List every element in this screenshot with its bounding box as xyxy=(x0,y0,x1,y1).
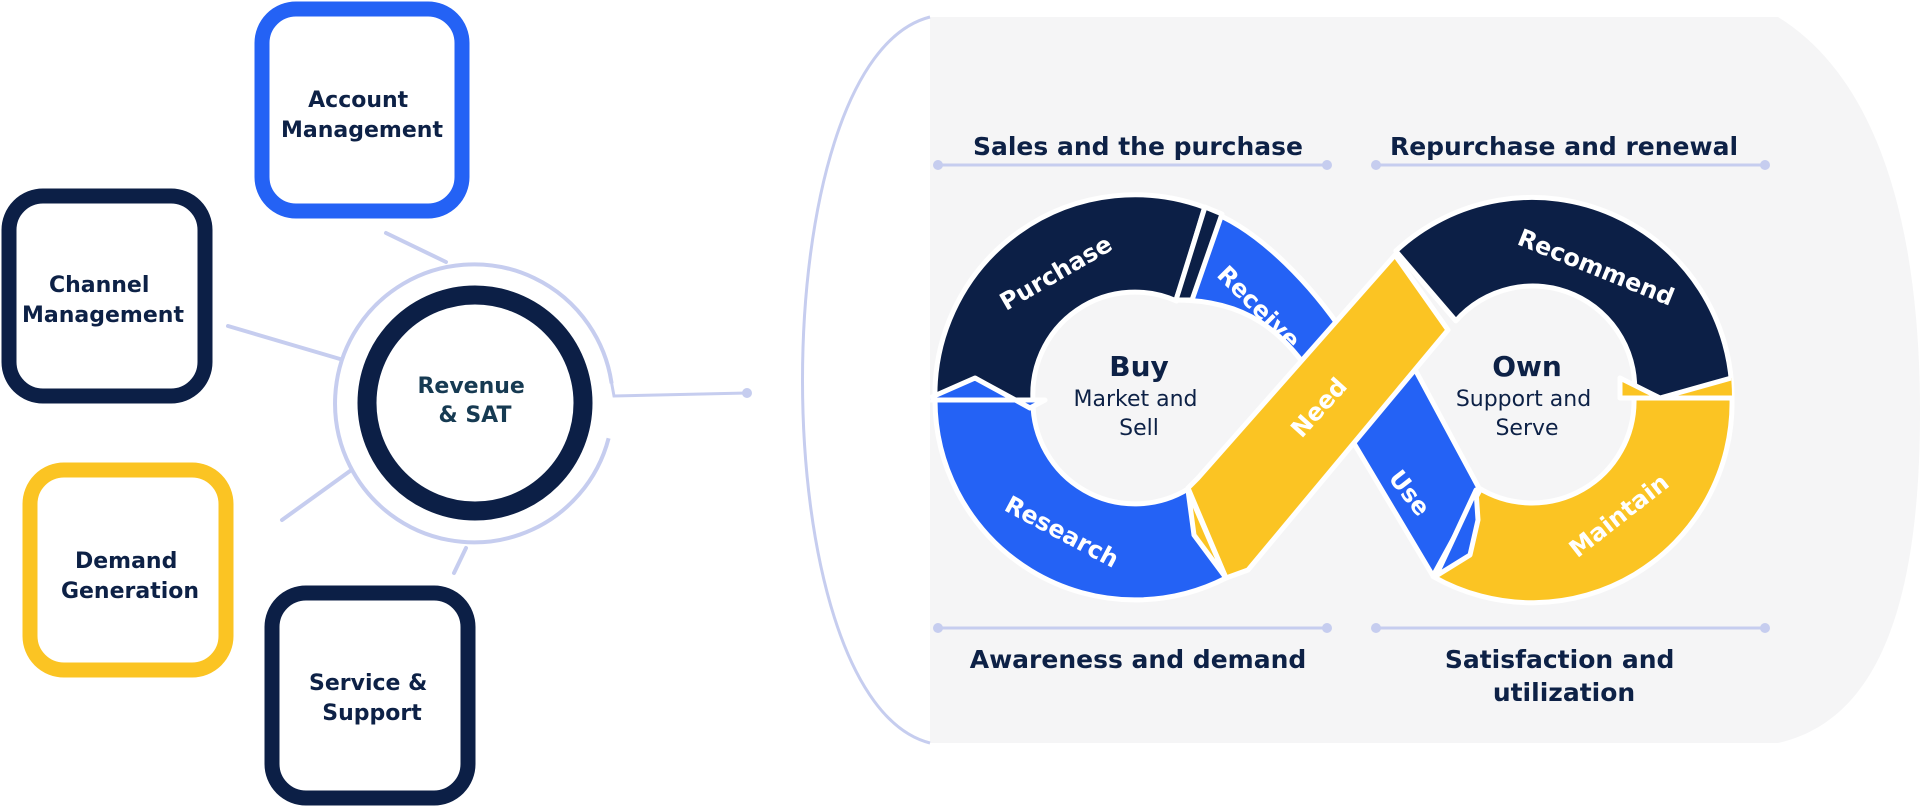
phase-rule-dots xyxy=(933,160,1770,633)
function-box-frame xyxy=(1,188,213,404)
stage-arrow-notch xyxy=(1433,487,1481,579)
rule-dot xyxy=(1322,623,1332,633)
function-box-account-management[interactable]: Account Management xyxy=(254,1,470,219)
phase-label-sales-purchase: Sales and the purchase xyxy=(973,132,1303,161)
connector-service xyxy=(452,546,468,575)
connector-demand xyxy=(280,469,352,522)
stage-segment-purchase xyxy=(932,192,1208,403)
own-center-subtitle: Support and Serve xyxy=(1456,387,1598,441)
stage-segment-recommend xyxy=(1393,194,1735,403)
hub-outer-ring xyxy=(333,262,614,545)
panel-left-arc xyxy=(801,15,931,745)
connector-account xyxy=(384,231,448,264)
stage-segment-maintain xyxy=(1430,395,1735,606)
rule-dot xyxy=(1371,623,1381,633)
stage-arrow-notch xyxy=(930,375,1048,411)
function-box-label: Channel Management xyxy=(22,273,184,328)
buy-center-title: Buy xyxy=(1109,350,1169,383)
connector-channel xyxy=(226,324,342,361)
buy-center-subtitle: Market and Sell xyxy=(1073,387,1204,441)
revenue-core-label: Revenue & SAT xyxy=(417,374,532,428)
stage-arrow-notch xyxy=(1173,204,1225,303)
rule-dot xyxy=(1322,160,1332,170)
phase-rules xyxy=(938,163,1765,630)
function-box-label: Account Management xyxy=(281,88,443,143)
revenue-core-ring xyxy=(357,285,593,521)
panel-background xyxy=(930,17,1920,743)
function-box-demand-generation[interactable]: Demand Generation xyxy=(22,462,234,678)
phase-label-awareness-demand: Awareness and demand xyxy=(970,645,1307,674)
function-box-service-support[interactable]: Service & Support xyxy=(264,585,476,806)
function-box-label: Demand Generation xyxy=(61,549,199,604)
phase-label-repurchase-renewal: Repurchase and renewal xyxy=(1390,132,1738,161)
stage-arrow-notch xyxy=(1185,487,1229,581)
stage-arrow-notch xyxy=(1617,372,1732,401)
rule-dot xyxy=(1371,160,1381,170)
hub-link-to-lifecycle xyxy=(610,382,748,398)
phase-label-satisfaction-utilization: Satisfaction and utilization xyxy=(1445,645,1683,707)
own-center-title: Own xyxy=(1492,350,1562,383)
rule-dot xyxy=(1760,160,1770,170)
rule-dot xyxy=(933,623,943,633)
hub-connectors xyxy=(226,231,468,575)
rule-dot xyxy=(933,160,943,170)
infinity-loop xyxy=(930,192,1735,606)
hub-link-end-dot xyxy=(742,388,752,398)
function-box-label: Service & Support xyxy=(309,671,435,726)
function-box-frame xyxy=(254,1,470,219)
function-box-frame xyxy=(264,585,476,806)
rule-dot xyxy=(1760,623,1770,633)
function-box-frame xyxy=(22,462,234,678)
function-box-channel-management[interactable]: Channel Management xyxy=(1,188,213,404)
stage-segment-research xyxy=(932,397,1229,603)
